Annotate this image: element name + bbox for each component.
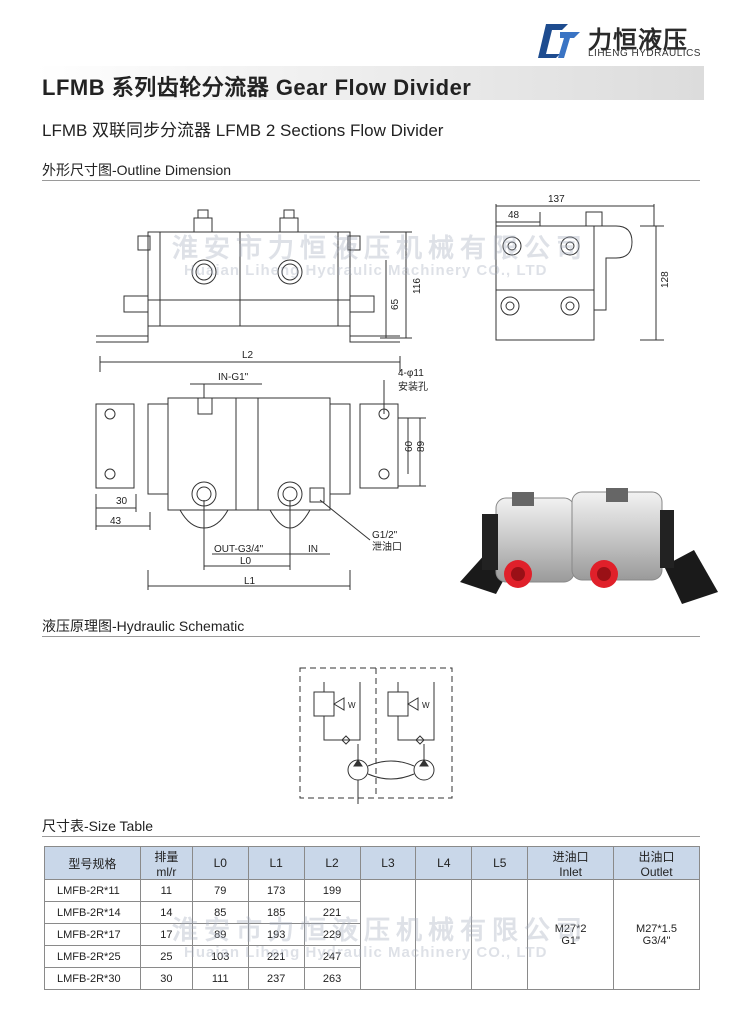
section-size-table-label: 尺寸表-Size Table [42, 818, 154, 834]
col-header-l5: L5 [471, 846, 529, 880]
cell-l1: 173 [247, 879, 305, 902]
section-outline-label: 外形尺寸图-Outline Dimension [42, 162, 232, 178]
front-view [96, 209, 412, 343]
dim-116: 116 [412, 278, 423, 294]
col-header-model: 型号规格 [44, 846, 141, 880]
cell-l1: 221 [247, 945, 305, 968]
cell-l4 [415, 879, 473, 990]
dim-137: 137 [548, 194, 565, 205]
section-schematic-label: 液压原理图-Hydraulic Schematic [42, 618, 245, 634]
cell-l0: 89 [191, 923, 249, 946]
section-schematic-rule [42, 636, 700, 637]
outline-drawing: 137 48 128 116 65 L2 IN-G1" 4-φ11 安装孔 60… [95, 194, 671, 590]
col-header-l3: L3 [359, 846, 417, 880]
col-header-l4: L4 [415, 846, 473, 880]
dim-mount-hole: 4-φ11 [398, 368, 424, 379]
dim-43: 43 [110, 516, 122, 527]
dim-89: 89 [416, 440, 427, 452]
dim-l1: L1 [244, 576, 256, 587]
cell-model: LMFB-2R*30 [44, 967, 141, 990]
col-header-l0: L0 [191, 846, 249, 880]
cell-disp: 11 [139, 879, 193, 902]
cell-disp: 17 [139, 923, 193, 946]
company-logo: 力恒液压 LIHENG HYDRAULICS [538, 18, 718, 62]
dim-drain-g: G1/2" [372, 530, 398, 541]
dim-drain-cn: 泄油口 [372, 540, 402, 553]
dim-65: 65 [390, 298, 401, 310]
cell-l0: 85 [191, 901, 249, 924]
cell-l2: 221 [303, 901, 361, 924]
dim-in-g1: IN-G1" [218, 372, 249, 383]
page-title: LFMB 系列齿轮分流器 Gear Flow Divider [42, 75, 472, 100]
cell-model: LMFB-2R*17 [44, 923, 141, 946]
section-outline-rule [42, 180, 700, 181]
col-header-l1: L1 [247, 846, 305, 880]
cell-l1: 185 [247, 901, 305, 924]
cell-l2: 263 [303, 967, 361, 990]
schematic-w-right: W [422, 701, 430, 710]
cell-l2: 247 [303, 945, 361, 968]
cell-model: LMFB-2R*11 [44, 879, 141, 902]
dim-128: 128 [660, 271, 671, 288]
cell-l2: 199 [303, 879, 361, 902]
dim-l2: L2 [242, 350, 254, 361]
product-photo [460, 488, 718, 604]
side-view [495, 204, 664, 341]
dim-in: IN [308, 544, 318, 555]
plan-view [95, 356, 426, 590]
title-band [36, 66, 704, 100]
logo-en-text: LIHENG HYDRAULICS [588, 48, 701, 59]
logo-cn-text: 力恒液压 [588, 27, 688, 54]
cell-disp: 14 [139, 901, 193, 924]
cell-model: LMFB-2R*14 [44, 901, 141, 924]
dim-30: 30 [116, 496, 128, 507]
logo-mark-icon [538, 24, 580, 58]
cell-l5 [471, 879, 529, 990]
table-row: LMFB-2R*25 25 103 221 247 [44, 945, 700, 968]
page-subtitle: LFMB 双联同步分流器 LFMB 2 Sections Flow Divide… [42, 121, 444, 140]
dim-out: OUT-G3/4" [214, 544, 264, 555]
dim-60: 60 [404, 440, 415, 452]
cell-disp: 25 [139, 945, 193, 968]
cell-l1: 193 [247, 923, 305, 946]
cell-model: LMFB-2R*25 [44, 945, 141, 968]
dim-mount-hole-cn: 安装孔 [398, 380, 428, 393]
cell-l0: 111 [191, 967, 249, 990]
cell-l1: 237 [247, 967, 305, 990]
schematic-w-left: W [348, 701, 356, 710]
hydraulic-schematic: W W [299, 667, 453, 804]
dim-48: 48 [508, 210, 520, 221]
table-row: LMFB-2R*30 30 111 237 263 [44, 967, 700, 990]
section-size-table-rule [42, 836, 700, 837]
cell-l3 [359, 879, 417, 990]
cell-l0: 103 [191, 945, 249, 968]
table-row: LMFB-2R*14 14 85 185 221 [44, 901, 700, 924]
cell-l0: 79 [191, 879, 249, 902]
cell-disp: 30 [139, 967, 193, 990]
cell-l2: 229 [303, 923, 361, 946]
dim-l0: L0 [240, 556, 252, 567]
col-header-l2: L2 [303, 846, 361, 880]
